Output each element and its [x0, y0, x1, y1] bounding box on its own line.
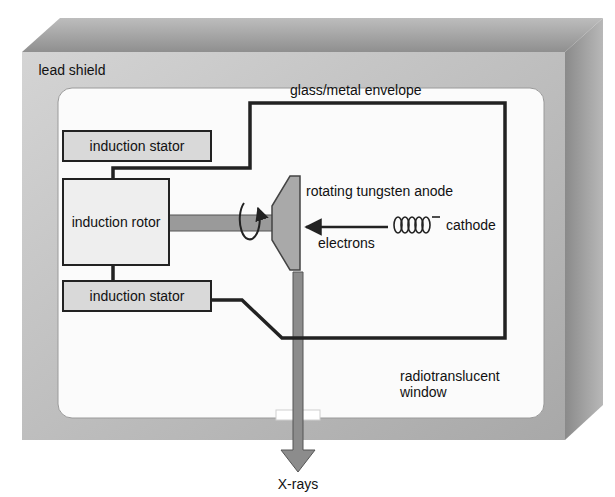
induction-rotor: induction rotor — [62, 178, 170, 266]
induction-stator: induction stator — [62, 130, 212, 162]
part-name: induction stator — [90, 288, 185, 304]
x-ray-beam-arrow — [281, 272, 315, 472]
electron-label: electrons — [318, 235, 375, 251]
region-heading: lead shield — [39, 62, 106, 78]
shield-top-face — [22, 18, 603, 52]
induction-stator: induction stator — [62, 280, 212, 312]
anode-label: rotating tungsten anode — [306, 183, 453, 199]
anode-disc — [272, 176, 300, 270]
beam-label: X-rays — [278, 476, 318, 492]
region-heading: glass/metal envelope — [290, 82, 422, 98]
window-label: radiotranslucent window — [400, 368, 528, 400]
cathode-lead — [432, 216, 440, 218]
shield-side-face — [565, 18, 603, 440]
electron-beam-arrow — [306, 226, 388, 229]
rotation-arrow — [240, 203, 260, 239]
cathode-filament — [394, 217, 430, 233]
lead-shield: lead shield glass/metal envelope induction… — [22, 52, 565, 440]
cathode-label: cathode — [446, 217, 496, 233]
part-name: induction rotor — [72, 214, 161, 230]
part-name: induction stator — [90, 138, 185, 154]
